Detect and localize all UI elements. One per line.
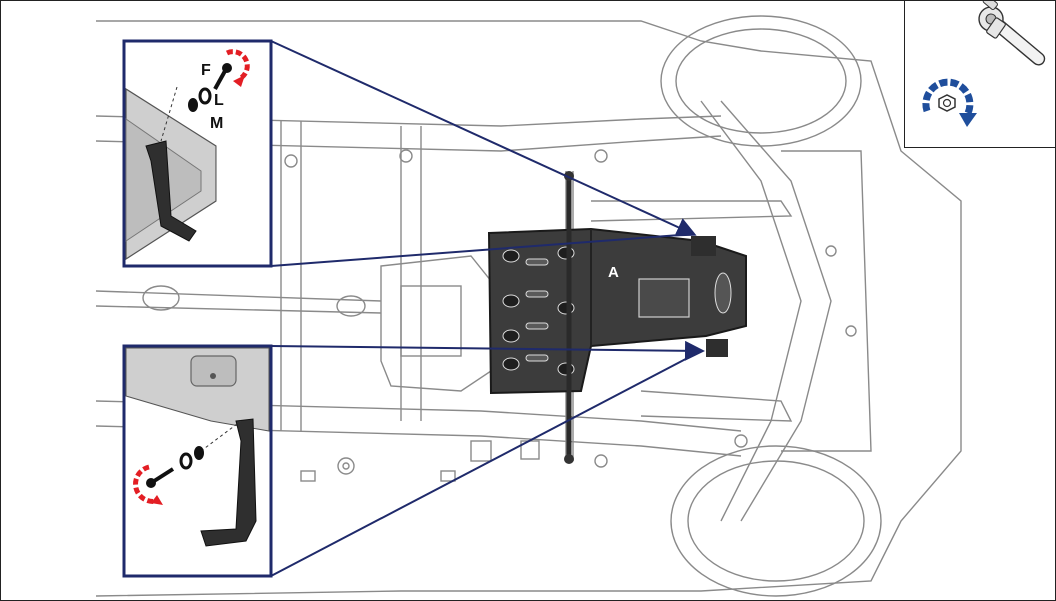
- tool-panel: [904, 0, 1055, 148]
- label-f: F: [201, 62, 211, 79]
- washer-m: [188, 98, 198, 112]
- callout-inset-bottom: [122, 344, 273, 578]
- ratchet-wrench-icon: [978, 0, 1046, 66]
- part-label-a: A: [608, 264, 619, 281]
- bolt-f: [213, 70, 227, 90]
- vehicle-frame-lines: [95, 15, 962, 597]
- rotation-arrow-red-icon: [225, 49, 250, 82]
- lock-washer-l: [198, 87, 212, 105]
- label-l: L: [214, 92, 224, 109]
- label-m: M: [210, 115, 223, 132]
- callout-leaders: [270, 40, 705, 577]
- callout-inset-top: F L M: [122, 39, 273, 268]
- skid-plate: [487, 171, 747, 464]
- rotation-arrow-red-bottom-icon: [133, 464, 158, 504]
- tighten-rotation-icon: [922, 78, 977, 127]
